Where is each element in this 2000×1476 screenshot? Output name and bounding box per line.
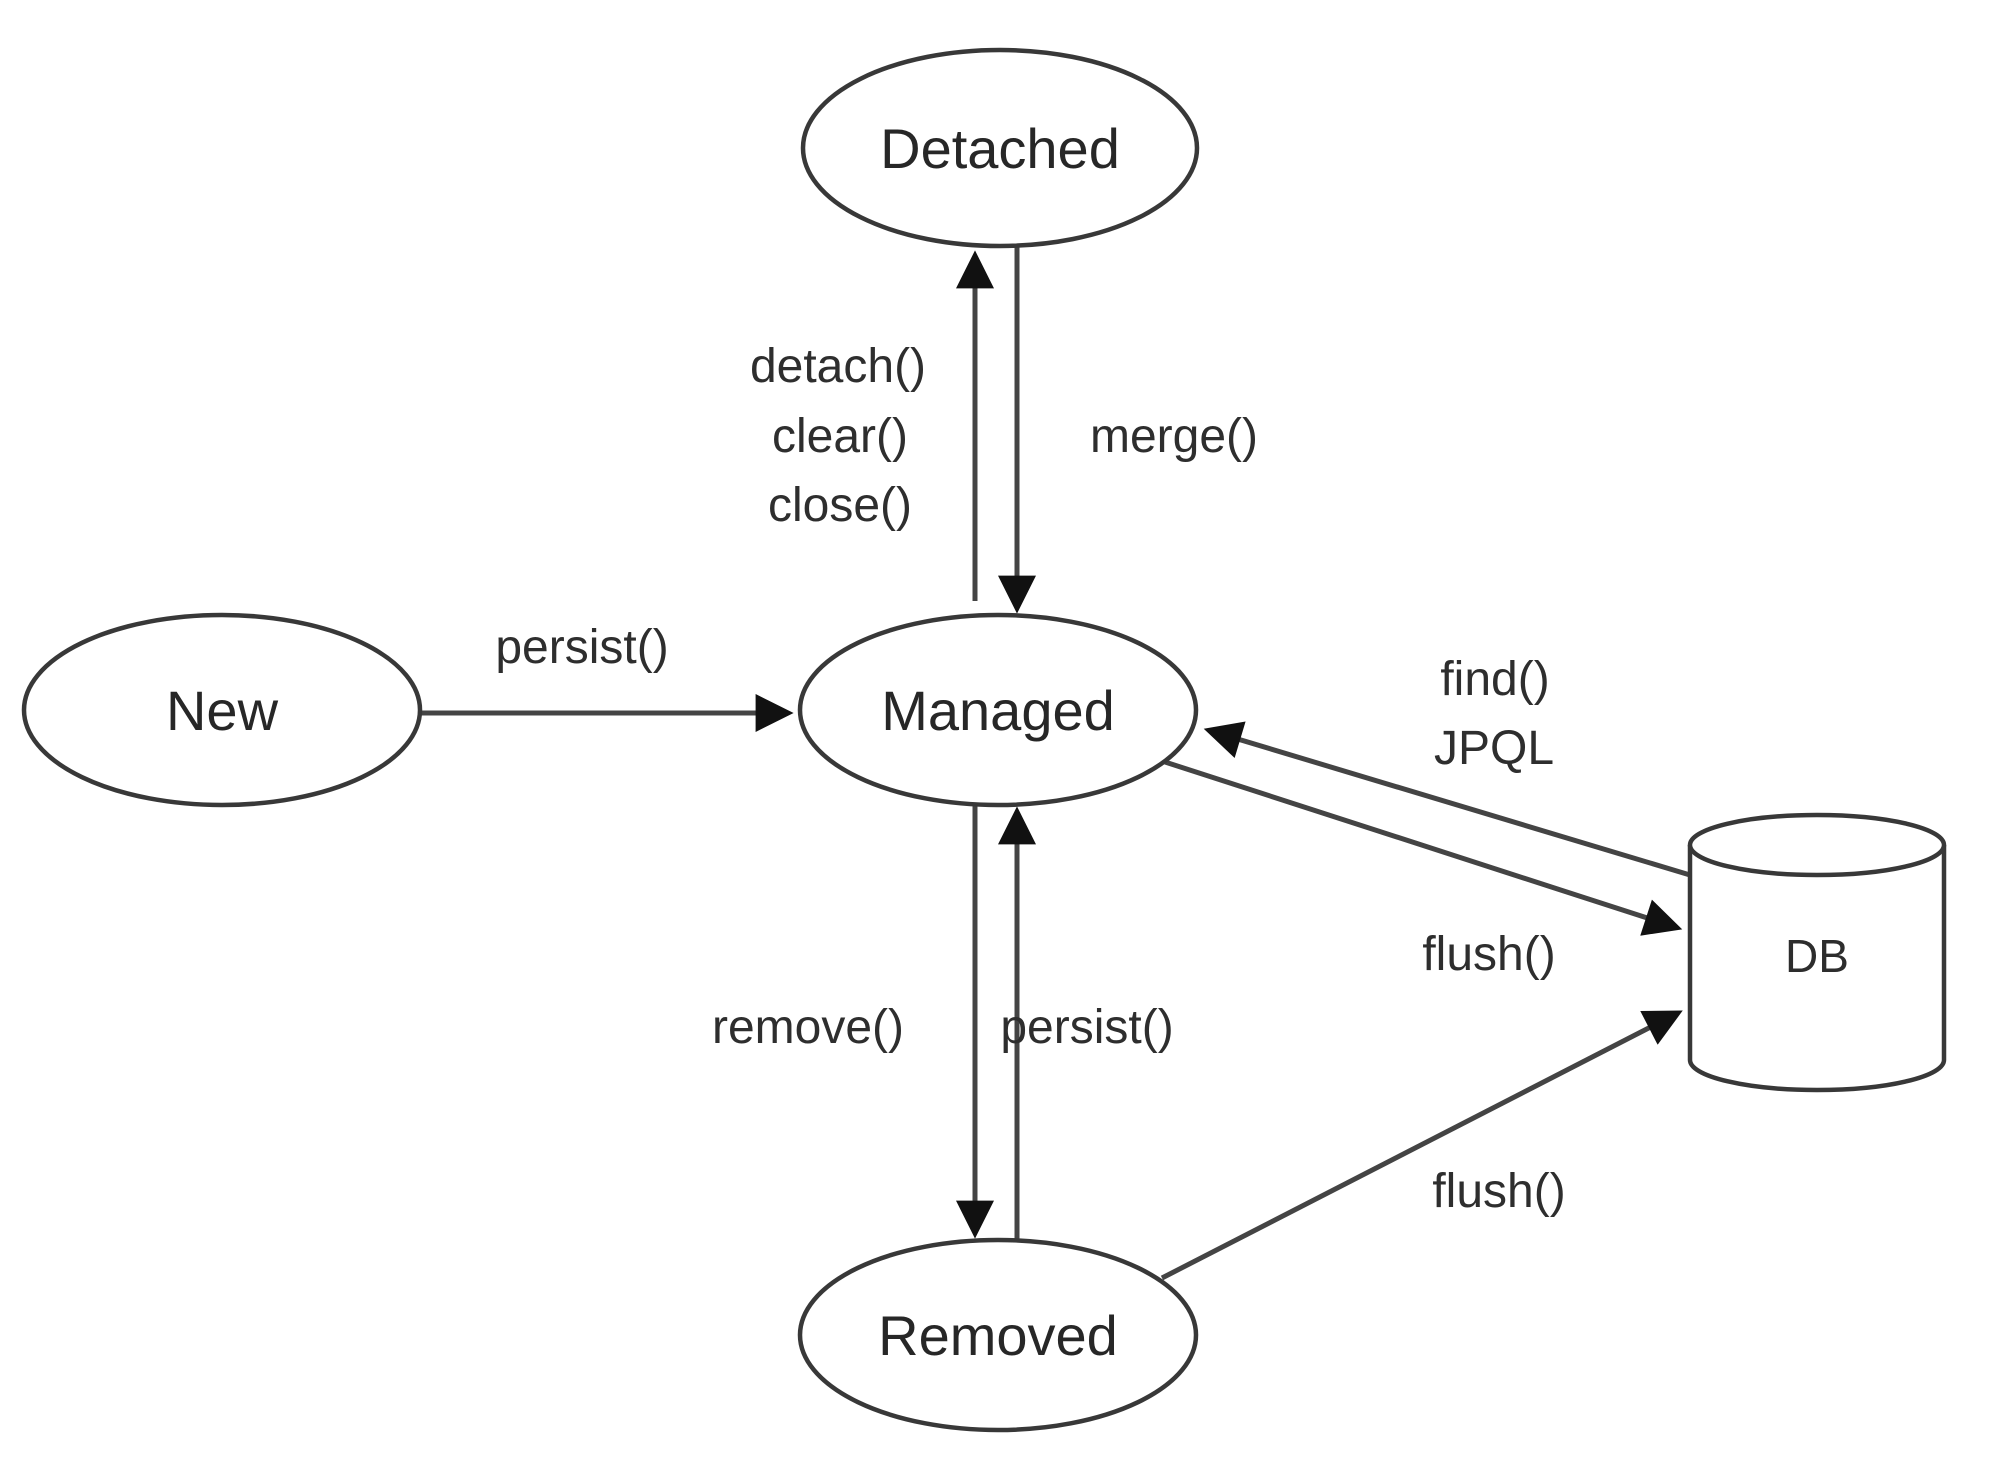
- managed-label: Managed: [881, 679, 1115, 742]
- flush-managed-arrow: [1164, 759, 1683, 936]
- node-db: DB: [1687, 812, 1947, 1093]
- merge-label: merge(): [1090, 410, 1258, 463]
- edge-merge-detached-to-managed: merge(): [998, 246, 1258, 614]
- edge-remove-managed-to-removed: remove(): [712, 806, 994, 1239]
- detached-ellipse: [800, 47, 1200, 249]
- new-ellipse: [21, 612, 423, 808]
- detach-label-line1: detach(): [750, 340, 926, 393]
- edge-detach-managed-to-detached: detach() clear() close(): [750, 250, 994, 601]
- edge-persist-new-to-managed: persist(): [420, 621, 794, 732]
- db-cylinder-body: [1687, 845, 1947, 1093]
- persist-bottom-label: persist(): [1000, 1001, 1173, 1054]
- db-label: DB: [1785, 930, 1849, 982]
- node-removed: Removed: [797, 1237, 1199, 1433]
- removed-label: Removed: [878, 1304, 1118, 1367]
- find-label-line2: JPQL: [1434, 722, 1554, 775]
- node-new: New: [21, 612, 423, 808]
- edge-persist-removed-to-managed: persist(): [998, 806, 1174, 1239]
- remove-label: remove(): [712, 1001, 904, 1054]
- find-arrow: [1203, 721, 1691, 878]
- removed-ellipse: [797, 1237, 1199, 1433]
- edge-find-db-to-managed: find() JPQL: [1203, 653, 1691, 878]
- managed-ellipse: [797, 612, 1199, 808]
- db-cylinder-top: [1687, 812, 1947, 878]
- flush-managed-label: flush(): [1422, 928, 1555, 981]
- flush-removed-arrow: [1160, 1010, 1683, 1281]
- find-label-line1: find(): [1440, 653, 1549, 706]
- node-detached: Detached: [800, 47, 1200, 249]
- node-managed: Managed: [797, 612, 1199, 808]
- persist-label: persist(): [495, 621, 668, 674]
- new-label: New: [166, 679, 279, 742]
- detach-label-line3: close(): [768, 479, 912, 532]
- detached-label: Detached: [880, 117, 1120, 180]
- edge-flush-removed-to-db: flush(): [1160, 1010, 1683, 1281]
- flush-removed-label: flush(): [1432, 1165, 1565, 1218]
- detach-label-line2: clear(): [772, 410, 908, 463]
- edge-flush-managed-to-db: flush(): [1164, 759, 1683, 981]
